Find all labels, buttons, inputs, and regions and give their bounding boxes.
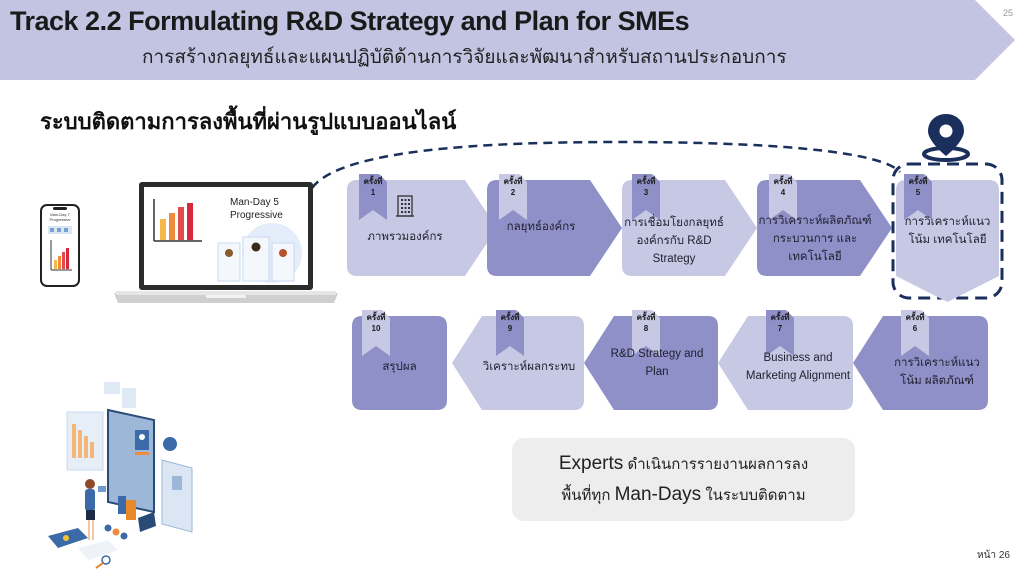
- round-ribbon: ครั้งที่8: [632, 310, 660, 356]
- process-step-9: ครั้งที่9 วิเคราะห์ผลกระทบ: [452, 310, 584, 410]
- round-badge: ครั้งที่8: [632, 313, 660, 335]
- round-label: ครั้งที่: [500, 313, 520, 322]
- step-label: ภาพรวมองค์กร: [367, 231, 443, 244]
- process-step-1: ครั้งที่1 ภาพรวมองค์กร: [347, 174, 497, 276]
- callout-line2-text-b: ในระบบติดตาม: [701, 486, 806, 504]
- step-label: วิเคราะห์ผลกระทบ: [482, 361, 576, 374]
- step-label: กลยุทธ์องค์กร: [506, 221, 576, 234]
- round-number: 1: [370, 187, 376, 197]
- building-icon: [395, 194, 415, 223]
- round-label: ครั้งที่: [503, 177, 523, 186]
- round-number: 6: [912, 323, 918, 333]
- laptop-screen-title-line2: Progressive: [230, 209, 283, 221]
- business-analyst-illustration: [22, 372, 212, 572]
- round-label: ครั้งที่: [636, 313, 656, 322]
- round-label: ครั้งที่: [366, 313, 386, 322]
- round-ribbon: ครั้งที่1: [359, 174, 387, 220]
- round-badge: ครั้งที่1: [359, 177, 387, 199]
- callout-line2-text-a: พื้นที่ทุก: [561, 486, 615, 504]
- round-number: 3: [643, 187, 649, 197]
- header-title: Track 2.2 Formulating R&D Strategy and P…: [10, 6, 690, 36]
- slide-number: 25: [1003, 8, 1014, 18]
- step-label: สรุปผล: [382, 361, 417, 374]
- callout-line1-text: ดำเนินการรายงานผลการลง: [623, 456, 809, 474]
- round-ribbon: ครั้งที่5: [904, 174, 932, 220]
- step-shape: [452, 316, 584, 410]
- callout-line-1: Experts ดำเนินการรายงานผลการลง: [559, 449, 808, 479]
- header-banner: Track 2.2 Formulating R&D Strategy and P…: [0, 0, 1024, 80]
- round-ribbon: ครั้งที่4: [769, 174, 797, 220]
- round-badge: ครั้งที่6: [901, 313, 929, 335]
- laptop-screen-title-line1: Man-Day 5: [230, 197, 279, 208]
- round-badge: ครั้งที่7: [766, 313, 794, 335]
- round-label: ครั้งที่: [770, 313, 790, 322]
- callout-line-2: พื้นที่ทุก Man-Days ในระบบติดตาม: [561, 480, 805, 510]
- step-shape: [584, 316, 718, 410]
- step-shape: [718, 316, 853, 410]
- callout-man-days: Man-Days: [614, 483, 702, 505]
- process-step-10: ครั้งที่10 สรุปผล: [352, 310, 447, 410]
- round-ribbon: ครั้งที่10: [362, 310, 390, 356]
- experts-callout: Experts ดำเนินการรายงานผลการลง พื้นที่ทุ…: [512, 438, 855, 521]
- smartphone-illustration: Man-Day 7 Progressive: [40, 204, 80, 287]
- round-number: 7: [777, 323, 783, 333]
- round-label: ครั้งที่: [636, 177, 656, 186]
- round-number: 5: [915, 187, 921, 197]
- round-badge: ครั้งที่5: [904, 177, 932, 199]
- step-label: การวิเคราะห์แนวโน้ม เทคโนโลยี: [904, 216, 991, 246]
- round-label: ครั้งที่: [363, 177, 383, 186]
- step-label: การเชื่อมโยงกลยุทธ์ องค์กรกับ R&D Strate…: [624, 217, 724, 265]
- callout-experts: Experts: [558, 453, 624, 475]
- process-step-6: ครั้งที่6 การวิเคราะห์แนวโน้ม ผลิตภัณฑ์: [853, 310, 988, 410]
- section-title: ระบบติดตามการลงพื้นที่ผ่านรูปแบบออนไลน์: [40, 109, 457, 134]
- round-number: 8: [643, 323, 649, 333]
- round-label: ครั้งที่: [773, 177, 793, 186]
- process-step-3: ครั้งที่3 การเชื่อมโยงกลยุทธ์ องค์กรกับ R…: [622, 174, 757, 276]
- step-shape: [853, 316, 988, 410]
- step-label: Business and Marketing Alignment: [745, 352, 851, 382]
- round-ribbon: ครั้งที่3: [632, 174, 660, 220]
- round-badge: ครั้งที่4: [769, 177, 797, 199]
- round-label: ครั้งที่: [908, 177, 928, 186]
- round-badge: ครั้งที่9: [496, 313, 524, 335]
- round-ribbon: ครั้งที่2: [499, 174, 527, 220]
- phone-screen-title-line1: Man-Day 7: [50, 212, 70, 217]
- process-step-2: ครั้งที่2 กลยุทธ์องค์กร: [487, 174, 622, 276]
- phone-screen-title-line2: Progressive: [49, 216, 71, 222]
- location-pin-icon: [922, 114, 970, 162]
- laptop-illustration: Man-Day 5 Progressive: [112, 181, 340, 311]
- header-banner-shape: [0, 0, 1015, 80]
- process-step-5: ครั้งที่5 การวิเคราะห์แนวโน้ม เทคโนโลยี: [896, 174, 999, 302]
- round-number: 4: [780, 187, 786, 197]
- step-label: R&D Strategy and Plan: [610, 348, 704, 378]
- round-ribbon: ครั้งที่9: [496, 310, 524, 356]
- round-label: ครั้งที่: [905, 313, 925, 322]
- page-number: หน้า 26: [977, 550, 1010, 561]
- round-ribbon: ครั้งที่7: [766, 310, 794, 356]
- round-badge: ครั้งที่3: [632, 177, 660, 199]
- round-number: 2: [510, 187, 516, 197]
- step-label: การวิเคราะห์ผลิตภัณฑ์ กระบวนการ และ เทคโ…: [758, 215, 872, 263]
- round-badge: ครั้งที่2: [499, 177, 527, 199]
- process-step-4: ครั้งที่4 การวิเคราะห์ผลิตภัณฑ์ กระบวนการ…: [757, 174, 892, 276]
- round-number: 10: [371, 323, 381, 333]
- round-badge: ครั้งที่10: [362, 313, 390, 335]
- round-number: 9: [507, 323, 513, 333]
- step-label: การวิเคราะห์แนวโน้ม ผลิตภัณฑ์: [894, 357, 980, 387]
- round-ribbon: ครั้งที่6: [901, 310, 929, 356]
- header-subtitle: การสร้างกลยุทธ์และแผนปฏิบัติด้านการวิจัย…: [142, 47, 787, 68]
